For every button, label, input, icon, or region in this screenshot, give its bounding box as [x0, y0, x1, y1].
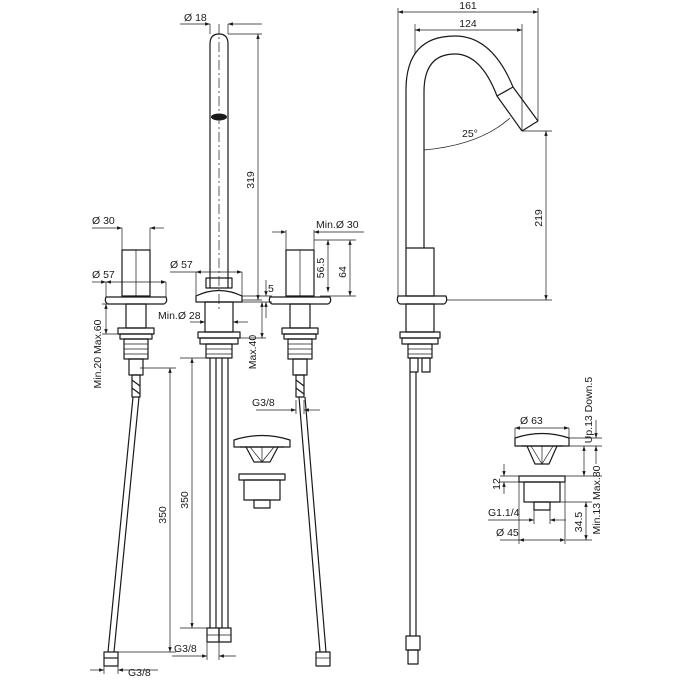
- label-max-40: Max.40: [247, 335, 259, 370]
- label-dia-57-left: Ø 57: [92, 269, 115, 281]
- center-hoses: [209, 358, 229, 628]
- label-min20-max60: Min.20 Max.60: [92, 319, 104, 388]
- label-dia-63: Ø 63: [520, 415, 543, 427]
- center-spout-base: [195, 289, 243, 303]
- label-g1-1-4: G1.1/4: [488, 507, 520, 519]
- label-min13-max80: Min.13 Max.80: [591, 465, 603, 534]
- right-handle-assembly: [268, 249, 332, 667]
- label-12: 12: [491, 478, 503, 490]
- label-dia-18: Ø 18: [184, 12, 207, 24]
- center-spout-assembly: [195, 24, 243, 643]
- label-min-dia-30: Min.Ø 30: [316, 219, 359, 231]
- label-319: 319: [245, 171, 257, 189]
- label-g38-right-handle: G3/8: [252, 397, 275, 409]
- label-161: 161: [459, 0, 477, 12]
- label-angle-25: 25°: [462, 128, 478, 140]
- popup-waste-right: [514, 432, 570, 511]
- label-g38-bottom-left: G3/8: [128, 667, 151, 679]
- label-dia-45: Ø 45: [496, 527, 519, 539]
- label-min-dia-28: Min.Ø 28: [158, 310, 201, 322]
- label-350-center: 350: [179, 491, 191, 509]
- labels: Ø 18 319 161 124 25° 219 Ø 30 Ø 57 Min.2…: [92, 0, 603, 679]
- label-34-5: 34.5: [573, 512, 585, 533]
- popup-waste-center: [233, 434, 291, 509]
- label-g38-bottom-center: G3/8: [174, 643, 197, 655]
- dimensions: [90, 8, 602, 674]
- label-124: 124: [459, 18, 477, 30]
- left-hose: [107, 396, 140, 653]
- label-350-left: 350: [157, 506, 169, 524]
- label-dia-57-center: Ø 57: [170, 259, 193, 271]
- side-spout-outer: [405, 35, 539, 248]
- label-up13-down5: Up.13 Down.5: [583, 377, 595, 444]
- label-64: 64: [337, 266, 349, 278]
- right-hose: [298, 396, 327, 653]
- left-handle-flange: [104, 296, 168, 305]
- label-5: 5: [268, 283, 274, 295]
- label-56-5: 56.5: [315, 258, 327, 279]
- label-dia-30-left: Ø 30: [92, 215, 115, 227]
- label-219: 219: [533, 209, 545, 227]
- side-hose: [409, 372, 417, 636]
- left-handle-assembly: [103, 249, 168, 667]
- side-view-spout: [396, 35, 539, 665]
